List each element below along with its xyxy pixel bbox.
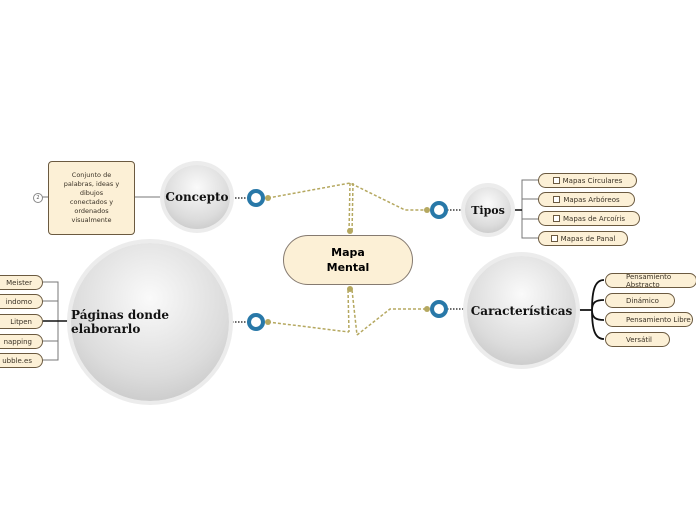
tipos-item[interactable]: Mapas de Arcoíris [538, 211, 640, 226]
item-label: Mapas de Panal [560, 234, 616, 243]
paginas-item[interactable]: ubble.es [0, 353, 43, 368]
item-label: ubble.es [2, 356, 32, 365]
tipos-item[interactable]: Mapas de Panal [538, 231, 628, 246]
collapse-toggle-tipos[interactable] [430, 201, 448, 219]
topic-paginas[interactable]: Páginas donde elaborarlo [71, 243, 229, 401]
item-label: indomo [5, 297, 32, 306]
checkbox-icon[interactable] [553, 215, 561, 222]
concepto-description[interactable]: Conjunto de palabras, ideas y dibujos co… [48, 161, 135, 235]
collapse-toggle-concepto[interactable] [247, 189, 265, 207]
item-label: napping [3, 337, 32, 346]
item-label: Litpen [10, 317, 32, 326]
central-title-line1: Mapa [331, 246, 365, 259]
checkbox-icon[interactable] [553, 196, 561, 203]
checkbox-icon[interactable] [552, 177, 560, 184]
item-label: Mapas de Arcoíris [563, 214, 625, 223]
paginas-item[interactable]: indomo [0, 294, 43, 309]
concepto-count-badge[interactable]: 2 [33, 193, 43, 203]
paginas-item[interactable]: napping [0, 334, 43, 349]
topic-concepto[interactable]: Concepto [164, 165, 230, 229]
item-label: Dinámico [626, 296, 659, 305]
central-title-line2: Mental [326, 261, 370, 274]
item-label: Mapas Arbóreos [563, 195, 620, 204]
item-label: Mapas Circulares [562, 176, 623, 185]
caracteristicas-item[interactable]: Dinámico [605, 293, 675, 308]
tipos-label: Tipos [471, 203, 505, 217]
tipos-item[interactable]: Mapas Circulares [538, 173, 637, 188]
paginas-item[interactable]: Meister [0, 275, 43, 290]
concepto-description-text: Conjunto de palabras, ideas y dibujos co… [63, 171, 120, 224]
item-label: Meister [6, 278, 32, 287]
paginas-item[interactable]: Litpen [0, 314, 43, 329]
item-label: Versátil [626, 335, 653, 344]
collapse-toggle-paginas[interactable] [247, 313, 265, 331]
tipos-item[interactable]: Mapas Arbóreos [538, 192, 635, 207]
concepto-label: Concepto [165, 190, 229, 204]
topic-caracteristicas[interactable]: Características [467, 256, 576, 365]
item-label: Pensamiento Abstracto [626, 272, 672, 289]
collapse-toggle-caracteristicas[interactable] [430, 300, 448, 318]
checkbox-icon[interactable] [550, 235, 558, 242]
item-label: Pensamiento Libre [626, 315, 691, 324]
paginas-label: Páginas donde elaborarlo [71, 308, 170, 336]
caracteristicas-item[interactable]: Pensamiento Libre [605, 312, 693, 327]
topic-tipos[interactable]: Tipos [465, 187, 511, 233]
caracteristicas-item[interactable]: Pensamiento Abstracto [605, 272, 696, 289]
caracteristicas-item[interactable]: Versátil [605, 332, 670, 347]
central-topic[interactable]: Mapa Mental [283, 235, 413, 285]
caracteristicas-label: Características [470, 303, 573, 318]
